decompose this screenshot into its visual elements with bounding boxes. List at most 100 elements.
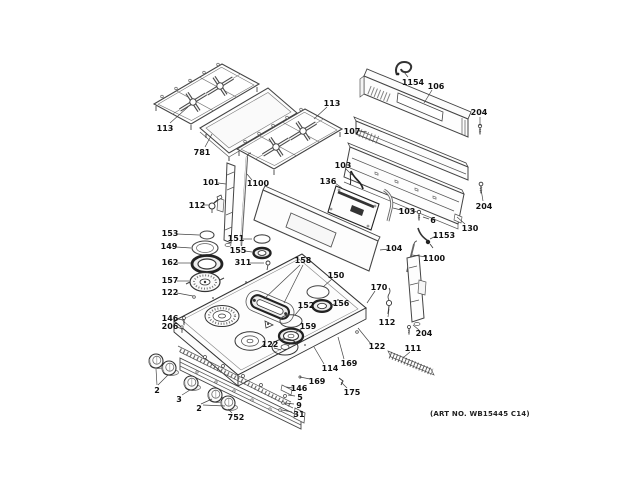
part-callout-3: 3 [176, 395, 182, 404]
part-callout-146: 146 [162, 314, 179, 323]
part-callout-106: 106 [428, 82, 445, 91]
part-callout-111: 111 [405, 344, 422, 353]
part-callout-113: 113 [324, 99, 341, 108]
leader-line-111 [403, 351, 411, 358]
control-knob-2 [161, 360, 180, 377]
leader-line-112 [387, 308, 390, 318]
leader-line-752 [227, 408, 233, 414]
part-callout-204: 204 [416, 329, 433, 338]
maintop-114 [173, 253, 367, 387]
screw-6 [416, 209, 422, 221]
part-callout-122: 122 [162, 288, 179, 297]
part-callout-114: 114 [322, 364, 339, 373]
trim-rod-left-1100 [239, 152, 252, 247]
leader-line-158 [263, 264, 301, 300]
leader-line-1153 [429, 235, 437, 240]
part-callout-151: 151 [228, 234, 245, 243]
leader-line-169 [337, 336, 345, 360]
leader-line-155 [244, 250, 253, 253]
leader-line-2 [157, 374, 169, 386]
part-callout-157: 157 [162, 276, 179, 285]
leader-line-113 [313, 106, 328, 120]
leader-line-158 [283, 264, 304, 304]
leader-line-122 [273, 347, 282, 351]
part-callout-103: 103 [335, 161, 352, 170]
part-callout-2: 2 [154, 386, 160, 395]
leader-line-106 [423, 89, 433, 104]
leader-line-159 [295, 327, 304, 333]
leader-line-107 [358, 130, 368, 133]
leader-line-9 [284, 402, 295, 405]
part-callout-107: 107 [344, 127, 361, 136]
leader-line-146 [285, 386, 294, 389]
leader-line-170 [366, 290, 376, 304]
backsplash-upper-panel [359, 68, 472, 138]
leader-line-130 [456, 216, 466, 225]
part-callout-1100: 1100 [423, 254, 446, 263]
leader-line-2 [200, 398, 213, 405]
part-callout-104: 104 [386, 244, 403, 253]
oven-vent-grille-111 [387, 350, 435, 376]
leader-line-6 [422, 216, 430, 220]
part-callout-1154: 1154 [402, 78, 425, 87]
burner-head-155 [252, 246, 272, 260]
backsplash-clip-1154 [394, 60, 413, 76]
part-callout-311: 311 [235, 258, 252, 267]
burner-ring-149 [191, 240, 219, 256]
side-trim-left-101 [216, 162, 236, 247]
leader-line-136 [334, 182, 343, 189]
rear-manifold-panel [343, 142, 465, 230]
leader-line-152 [294, 307, 302, 316]
part-callout-162: 162 [162, 258, 179, 267]
leader-line-114 [313, 346, 325, 365]
leader-line-150 [322, 278, 333, 288]
part-callout-152: 152 [298, 301, 315, 310]
part-callout-5: 5 [297, 393, 303, 402]
leader-line-153 [176, 233, 200, 236]
leader-line-781 [204, 133, 213, 148]
side-trim-right-100 [406, 254, 427, 326]
part-callout-153: 153 [162, 229, 179, 238]
control-board-136 [327, 185, 380, 231]
part-callout-169: 169 [341, 359, 358, 368]
leader-line-1154 [403, 71, 409, 78]
leader-line-1100 [411, 254, 428, 258]
part-callout-204: 204 [471, 108, 488, 117]
part-callout-156: 156 [333, 299, 350, 308]
leader-line-103 [392, 207, 402, 211]
screw-204-mid-right [478, 181, 484, 194]
part-callout-204: 204 [476, 202, 493, 211]
part-callout-169: 169 [309, 377, 326, 386]
screw-204-bottom-right [407, 325, 411, 336]
wire-harness-103 [349, 170, 364, 190]
gas-manifold-pipe [177, 345, 302, 409]
leader-line-149 [175, 246, 192, 249]
part-callout-103: 103 [399, 207, 416, 216]
part-callout-1100: 1100 [247, 179, 270, 188]
part-callout-150: 150 [328, 271, 345, 280]
burner-ring-151 [253, 234, 271, 244]
mounting-bracket-103 [383, 188, 394, 222]
leader-line-122 [176, 292, 194, 297]
part-callout-112: 112 [189, 201, 206, 210]
part-callout-31: 31 [293, 410, 305, 419]
gas-valve-112 [208, 194, 223, 213]
control-panel-glass [253, 185, 381, 272]
leader-line-101 [217, 182, 227, 185]
leader-line-2 [202, 404, 226, 407]
part-callout-9: 9 [296, 401, 302, 410]
igniter-112-right [385, 287, 393, 315]
leader-line-2 [155, 368, 158, 386]
leader-line-31 [281, 409, 293, 413]
part-callout-136: 136 [320, 177, 337, 186]
leader-line-122 [357, 327, 372, 345]
leader-line-113 [169, 106, 189, 124]
art-number: (ART NO. WB15445 C14) [430, 410, 530, 418]
part-callout-170: 170 [371, 283, 388, 292]
manifold-panel [179, 357, 306, 430]
part-callout-175: 175 [344, 388, 361, 397]
part-callout-146: 146 [291, 384, 308, 393]
